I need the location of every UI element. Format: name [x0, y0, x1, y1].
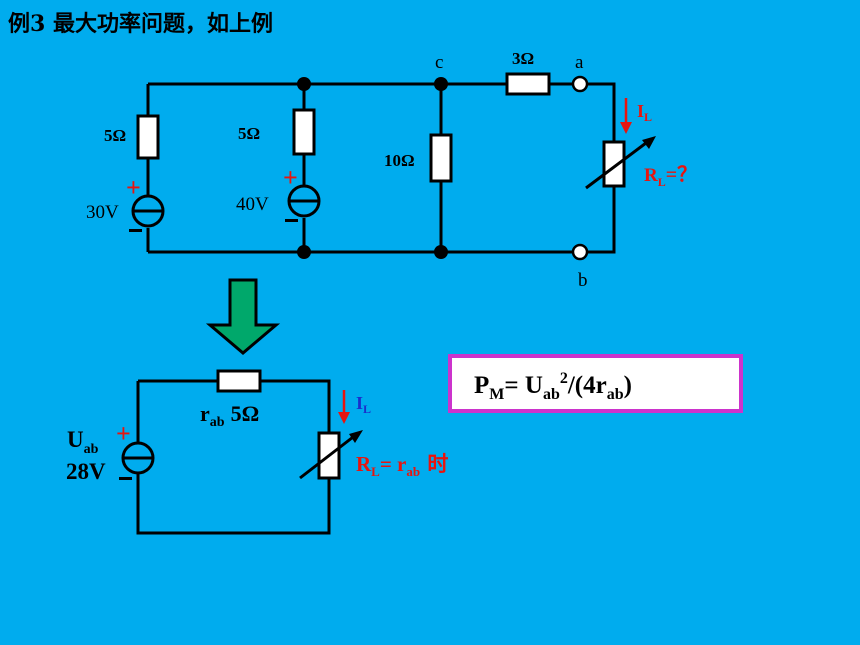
- resistor-5ohm-mid: [292, 108, 316, 156]
- label-rl-unknown: RL=？: [644, 164, 697, 189]
- resistor-rab: [216, 369, 262, 393]
- label-10ohm: 10Ω: [384, 151, 415, 170]
- label-il-2: IL: [356, 393, 371, 416]
- label-5ohm-left: 5Ω: [104, 126, 126, 145]
- resistor-3ohm: [505, 72, 551, 96]
- label-node-a: a: [575, 52, 584, 73]
- plus-sign: +: [283, 163, 298, 192]
- label-uab: Uab: [67, 427, 99, 457]
- label-40v: 40V: [236, 194, 269, 215]
- minus-sign: [119, 477, 132, 480]
- variable-arrow-line: [585, 138, 651, 190]
- label-node-c: c: [435, 52, 443, 73]
- plus-sign: +: [116, 419, 131, 448]
- label-5ohm-mid: 5Ω: [238, 124, 260, 143]
- variable-arrow-head: [642, 136, 656, 149]
- junction-dot: [297, 77, 311, 91]
- wire-right-lower: [587, 186, 616, 254]
- minus-sign: [285, 219, 298, 222]
- plus-sign: +: [126, 173, 141, 202]
- label-28v: 28V: [66, 459, 106, 484]
- variable-arrow-head: [349, 430, 363, 443]
- wire2-right-bottom: [136, 473, 331, 535]
- label-node-b: b: [578, 270, 588, 291]
- label-30v: 30V: [86, 202, 119, 223]
- slide-title: 例3 最大功率问题，如上例: [8, 11, 273, 37]
- terminal-b: [571, 243, 589, 261]
- resistor-5ohm-left: [136, 114, 160, 160]
- formula-text: PM= Uab2/(4rab): [474, 370, 632, 403]
- junction-dot: [297, 245, 311, 259]
- label-3ohm: 3Ω: [512, 49, 534, 68]
- formula-box: [448, 354, 743, 413]
- junction-dot: [434, 77, 448, 91]
- resistor-10ohm: [429, 133, 453, 183]
- label-il: IL: [637, 101, 652, 124]
- wire-a-right: [587, 82, 616, 142]
- minus-sign: [129, 229, 142, 232]
- junction-dot: [434, 245, 448, 259]
- down-arrow: [205, 278, 281, 355]
- resistor-load-rl: [602, 140, 626, 188]
- terminal-a: [571, 75, 589, 93]
- wire2-top-right: [260, 379, 331, 433]
- label-condition: RL= rab 时: [356, 452, 448, 479]
